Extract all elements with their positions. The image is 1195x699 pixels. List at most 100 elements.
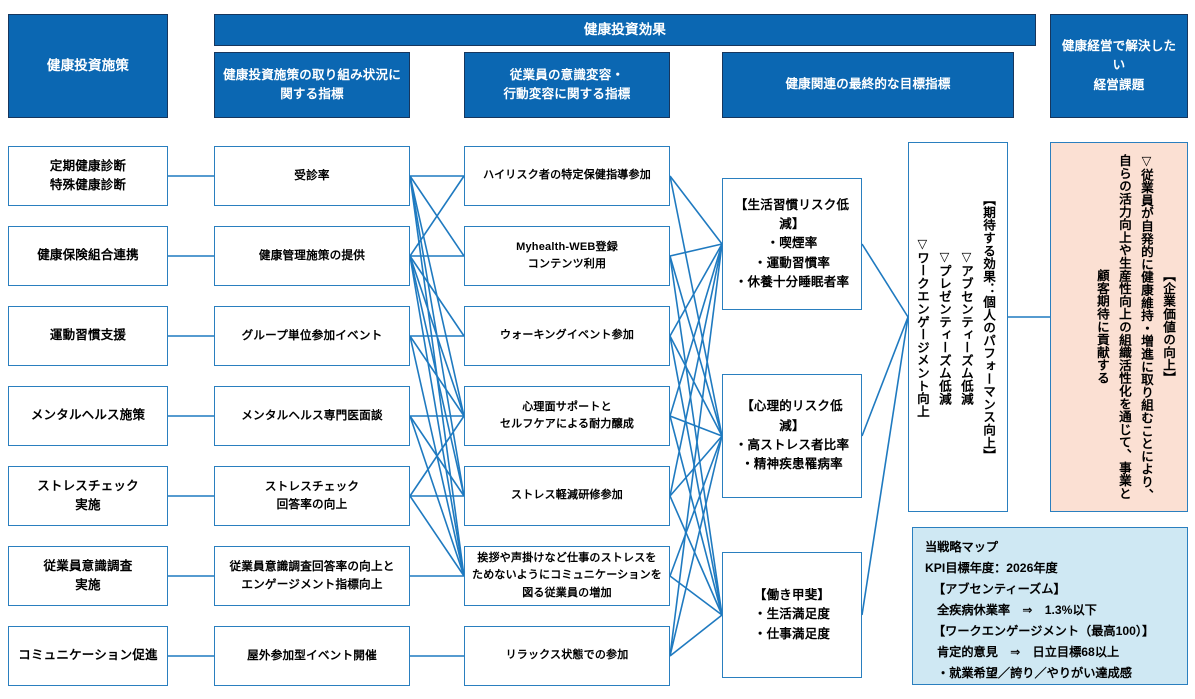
- header-col2: 健康投資施策の取り組み状況に関する指標: [214, 52, 410, 118]
- wire-c2-c3-1: [409, 175, 465, 257]
- kpi-line-2: KPI目標年度：2026年度: [925, 560, 1058, 575]
- header-col4-label: 健康関連の最終的な目標指標: [785, 77, 951, 92]
- wire-c3-c4-18: [669, 614, 723, 657]
- wire-c2-c3-3: [409, 175, 465, 497]
- node-col1-4[interactable]: メンタルヘルス施策: [8, 386, 168, 446]
- outcome-box-3[interactable]: 【働き甲斐】・生活満足度・仕事満足度: [722, 552, 862, 678]
- corporate-value-text: 【企業価値の向上】▽従業員が自発的に健康維持・増進に取り組むことにより、自らの活…: [1094, 153, 1175, 501]
- node-label: Myhealth-WEB登録コンテンツ利用: [516, 240, 618, 270]
- wire-c3-c4-8: [669, 243, 723, 417]
- node-label: 健康管理施策の提供: [258, 249, 366, 263]
- header-col2-label: 健康投資施策の取り組み状況に関する指標: [223, 67, 401, 101]
- wire-c2-c3-10: [409, 255, 465, 577]
- outcome-box-2[interactable]: 【心理的リスク低減】・高ストレス者比率・精神疾患罹病率: [722, 374, 862, 498]
- node-label: ハイリスク者の特定保健指導参加: [483, 169, 651, 182]
- wire-c2-c3-15: [409, 415, 465, 497]
- node-label: 受診率: [294, 169, 330, 183]
- node-label: 従業員意識調査実施: [43, 558, 133, 592]
- node-col2-2[interactable]: 健康管理施策の提供: [214, 226, 410, 286]
- node-label: ストレス軽減研修参加: [511, 489, 623, 502]
- header-col3: 従業員の意識変容・行動変容に関する指標: [464, 52, 670, 118]
- wire-c2-c3-2: [409, 175, 465, 417]
- wire-c3-c4-16: [669, 243, 723, 657]
- header-effect-banner-label: 健康投資効果: [583, 21, 667, 37]
- node-col2-3[interactable]: グループ単位参加イベント: [214, 306, 410, 366]
- node-col3-3[interactable]: ウォーキングイベント参加: [464, 306, 670, 366]
- node-label: リラックス状態での参加: [505, 649, 629, 662]
- node-col1-1[interactable]: 定期健康診断特殊健康診断: [8, 146, 168, 206]
- node-col1-3[interactable]: 運動習慣支援: [8, 306, 168, 366]
- node-label: 健康保険組合連携: [37, 248, 139, 263]
- wire-c2-c3-7: [409, 255, 465, 337]
- wire-c3-c4-7: [669, 335, 723, 616]
- node-label: 定期健康診断特殊健康診断: [49, 158, 127, 192]
- node-label: コミュニケーション促進: [18, 648, 158, 663]
- node-label: 挨拶や声掛けなど仕事のストレスをためないようにコミュニケーションを図る従業員の増…: [472, 552, 662, 599]
- node-label: ストレスチェック実施: [37, 478, 139, 512]
- node-label: 運動習慣支援: [49, 328, 127, 343]
- header-col1-label: 健康投資施策: [46, 57, 130, 73]
- node-col2-4[interactable]: メンタルヘルス専門医面談: [214, 386, 410, 446]
- wire-c2-c3-9: [409, 255, 465, 497]
- node-label: 屋外参加型イベント開催: [247, 649, 377, 663]
- node-label: ウォーキングイベント参加: [499, 329, 635, 342]
- outcome-box-1[interactable]: 【生活習慣リスク低減】・喫煙率・運動習慣率・休養十分睡眠者率: [722, 178, 862, 310]
- wire-c3-c4-12: [669, 435, 723, 497]
- outcome-label: 【生活習慣リスク低減】・喫煙率・運動習慣率・休養十分睡眠者率: [734, 197, 850, 290]
- wire-c3-c4-6: [669, 335, 723, 437]
- wire-c3-c4-0: [669, 175, 723, 245]
- corporate-value-box: 【企業価値の向上】▽従業員が自発的に健康維持・増進に取り組むことにより、自らの活…: [1050, 142, 1188, 512]
- kpi-line-6: 肯定的意見 ⇒ 日立目標68以上: [937, 644, 1120, 659]
- wire-c3-c4-5: [669, 243, 723, 337]
- node-col3-4[interactable]: 心理面サポートとセルフケアによる耐力醸成: [464, 386, 670, 446]
- header-effect-banner: 健康投資効果: [214, 14, 1036, 46]
- wire-c2-c3-19: [409, 495, 465, 577]
- header-col6-label: 健康経営で解決したい経営課題: [1061, 38, 1177, 92]
- wire-c4-c5-1: [861, 243, 909, 318]
- node-col3-6[interactable]: 挨拶や声掛けなど仕事のストレスをためないようにコミュニケーションを図る従業員の増…: [464, 546, 670, 606]
- node-col2-1[interactable]: 受診率: [214, 146, 410, 206]
- node-label: メンタルヘルス専門医面談: [241, 409, 383, 423]
- node-label: グループ単位参加イベント: [241, 329, 383, 343]
- kpi-line-7: ・就業希望／誇り／やりがい達成感: [937, 665, 1132, 680]
- node-label: メンタルヘルス施策: [30, 408, 146, 423]
- outcome-label: 【働き甲斐】・生活満足度・仕事満足度: [753, 587, 831, 641]
- kpi-line-4: 全疾病休業率 ⇒ 1.3%以下: [937, 602, 1097, 617]
- wire-c2-c3-4: [409, 175, 465, 577]
- wire-c3-c4-1: [669, 175, 723, 437]
- node-col3-5[interactable]: ストレス軽減研修参加: [464, 466, 670, 526]
- wire-c4-c5-2: [861, 316, 909, 437]
- kpi-panel: 当戦略マップ KPI目標年度：2026年度 【アブセンティーズム】 全疾病休業率…: [912, 527, 1188, 685]
- node-col3-2[interactable]: Myhealth-WEB登録コンテンツ利用: [464, 226, 670, 286]
- wire-c2-c3-8: [409, 255, 465, 417]
- node-col1-5[interactable]: ストレスチェック実施: [8, 466, 168, 526]
- header-col1: 健康投資施策: [8, 14, 168, 118]
- node-col3-7[interactable]: リラックス状態での参加: [464, 626, 670, 686]
- wire-c3-c4-15: [669, 575, 723, 616]
- kpi-line-5: 【ワークエンゲージメント（最高100）】: [933, 623, 1155, 638]
- outcome-label: 【心理的リスク低減】・高ストレス者比率・精神疾患罹病率: [734, 399, 850, 472]
- node-col2-5[interactable]: ストレスチェック回答率の向上: [214, 466, 410, 526]
- node-col1-6[interactable]: 従業員意識調査実施: [8, 546, 168, 606]
- wire-c3-c4-13: [669, 495, 723, 616]
- wire-c3-c4-17: [669, 435, 723, 657]
- expected-effect-box: 【期待する効果：個人のパフォーマンス向上】▽アブセンティーズム低減▽プレゼンティ…: [908, 142, 1008, 512]
- node-col3-1[interactable]: ハイリスク者の特定保健指導参加: [464, 146, 670, 206]
- node-col2-6[interactable]: 従業員意識調査回答率の向上とエンゲージメント指標向上: [214, 546, 410, 606]
- node-col2-7[interactable]: 屋外参加型イベント開催: [214, 626, 410, 686]
- wire-c3-c4-11: [669, 243, 723, 497]
- wire-c3-c4-4: [669, 255, 723, 616]
- node-col1-7[interactable]: コミュニケーション促進: [8, 626, 168, 686]
- wire-c3-c4-3: [669, 255, 723, 437]
- wire-c2-c3-17: [409, 415, 465, 497]
- wire-c2-c3-12: [409, 335, 465, 417]
- wire-c3-c4-2: [669, 243, 723, 257]
- header-col6: 健康経営で解決したい経営課題: [1050, 14, 1188, 118]
- node-label: ストレスチェック回答率の向上: [264, 480, 360, 511]
- kpi-line-3: 【アブセンティーズム】: [933, 581, 1066, 596]
- wire-c2-c3-16: [409, 415, 465, 577]
- header-col3-label: 従業員の意識変容・行動変容に関する指標: [503, 67, 631, 101]
- node-col1-2[interactable]: 健康保険組合連携: [8, 226, 168, 286]
- wire-c3-c4-10: [669, 415, 723, 616]
